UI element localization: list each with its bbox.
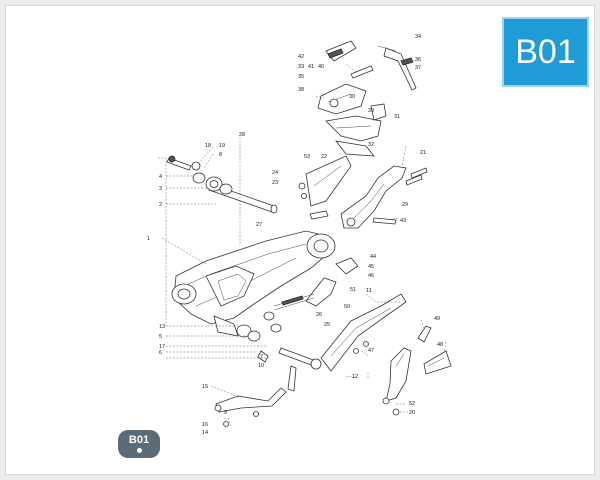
part-label: 3 bbox=[159, 186, 162, 192]
part-label: 15 bbox=[202, 384, 208, 390]
part-label: 34 bbox=[415, 34, 421, 40]
part-label: 20 bbox=[409, 410, 415, 416]
part-label: 2 bbox=[159, 202, 162, 208]
pivot-axle-group bbox=[166, 155, 278, 214]
part-label: 41 bbox=[308, 64, 314, 70]
part-label: 18 bbox=[205, 143, 211, 149]
tag-dot-icon bbox=[136, 448, 142, 453]
chain-slider-group bbox=[273, 277, 337, 311]
part-label: 19 bbox=[219, 143, 225, 149]
part-number-labels: 1 2 3 4 5 6 7 8 9 10 11 12 13 14 15 16 1… bbox=[147, 34, 443, 436]
part-label: 21 bbox=[420, 150, 426, 156]
part-label: 13 bbox=[159, 324, 165, 330]
part-label: 12 bbox=[352, 374, 358, 380]
part-label: 29 bbox=[402, 202, 408, 208]
part-label: 32 bbox=[368, 142, 374, 148]
part-label: 25 bbox=[324, 322, 330, 328]
top-lever-assembly bbox=[317, 40, 417, 157]
part-label: 4 bbox=[159, 174, 162, 180]
part-label: 49 bbox=[434, 316, 440, 322]
part-label: 8 bbox=[219, 152, 222, 158]
part-label: 45 bbox=[368, 264, 374, 270]
lower-pivot-group bbox=[236, 311, 322, 370]
part-label: 17 bbox=[159, 344, 165, 350]
section-code-text: B01 bbox=[515, 32, 576, 71]
part-label: 40 bbox=[318, 64, 324, 70]
part-label: 9 bbox=[224, 410, 227, 416]
part-label: 50 bbox=[344, 304, 350, 310]
small-lever-group bbox=[214, 365, 297, 427]
brake-lever-group bbox=[320, 257, 452, 416]
part-label: 30 bbox=[349, 94, 355, 100]
part-label: 14 bbox=[202, 430, 208, 436]
part-label: 28 bbox=[239, 132, 245, 138]
part-label: 33 bbox=[298, 64, 304, 70]
part-label: 44 bbox=[370, 254, 376, 260]
part-label: 53 bbox=[304, 154, 310, 160]
section-code-badge: B01 bbox=[502, 17, 589, 87]
part-label: 39 bbox=[368, 108, 374, 114]
part-label: 36 bbox=[415, 57, 421, 63]
part-label: 27 bbox=[256, 222, 262, 228]
part-label: 46 bbox=[368, 273, 374, 279]
part-label: 38 bbox=[298, 87, 304, 93]
part-label: 26 bbox=[316, 312, 322, 318]
part-label: 10 bbox=[258, 363, 264, 369]
part-label: 31 bbox=[394, 114, 400, 120]
leader-lines bbox=[158, 63, 447, 427]
diagram-code-tag: B01 bbox=[118, 430, 160, 458]
part-label: 47 bbox=[368, 348, 374, 354]
part-label: 24 bbox=[272, 170, 278, 176]
diagram-frame: 1 2 3 4 5 6 7 8 9 10 11 12 13 14 15 16 1… bbox=[5, 5, 595, 475]
part-label: 5 bbox=[159, 334, 162, 340]
part-label: 6 bbox=[159, 350, 162, 356]
part-label: 48 bbox=[437, 342, 443, 348]
part-label: 16 bbox=[202, 422, 208, 428]
exploded-parts-diagram: 1 2 3 4 5 6 7 8 9 10 11 12 13 14 15 16 1… bbox=[147, 34, 452, 436]
part-label: 43 bbox=[400, 218, 406, 224]
part-label: 1 bbox=[147, 236, 150, 242]
footpeg-bracket-group bbox=[340, 165, 428, 229]
part-label: 37 bbox=[415, 65, 421, 71]
diagram-code-tag-text: B01 bbox=[128, 434, 150, 446]
part-label: 52 bbox=[409, 401, 415, 407]
part-label: 7 bbox=[260, 354, 263, 360]
upper-bracket-group bbox=[298, 155, 352, 220]
part-label: 51 bbox=[350, 287, 356, 293]
part-label: 22 bbox=[321, 154, 327, 160]
swingarm-body bbox=[171, 230, 336, 337]
part-label: 35 bbox=[298, 74, 304, 80]
part-label: 23 bbox=[272, 180, 278, 186]
part-label: 42 bbox=[298, 54, 304, 60]
part-label: 11 bbox=[366, 288, 372, 294]
